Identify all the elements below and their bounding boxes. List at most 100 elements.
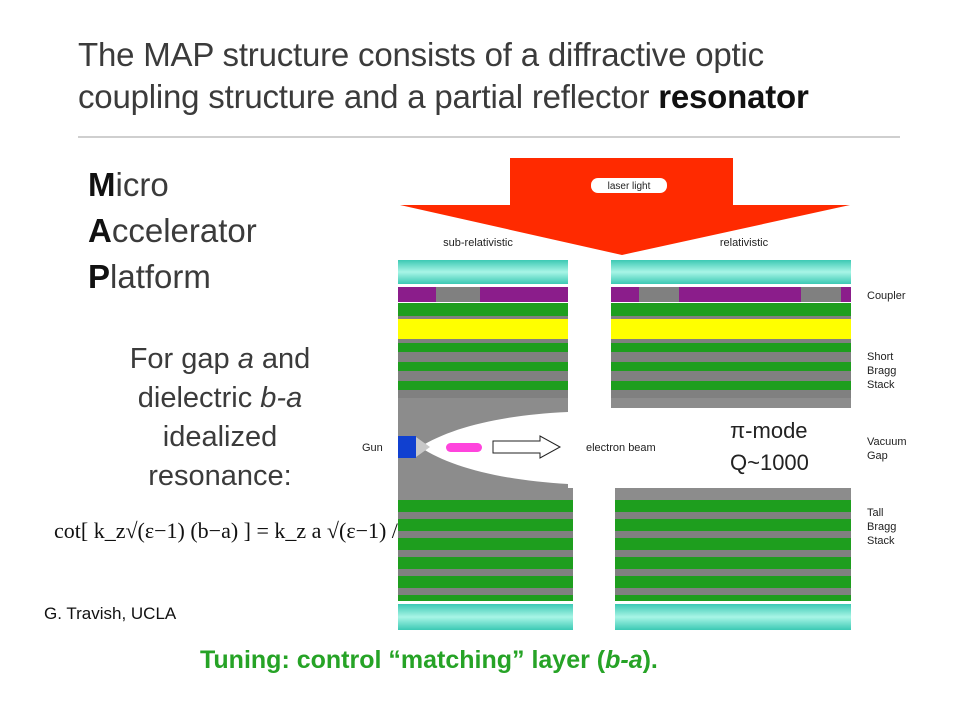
short-layer-gray-2 (398, 339, 568, 343)
laser-label: laser light (608, 181, 651, 192)
tall-label-1: Tall (867, 507, 884, 519)
short-label-3: Stack (867, 379, 895, 391)
coupler-label: Coupler (867, 290, 906, 302)
short-layer-yellow-r (611, 319, 851, 339)
tuning-end: ). (642, 646, 658, 674)
title-line-2-text: coupling structure and a partial reflect… (78, 78, 659, 115)
top-substrate-right (611, 260, 851, 284)
short-label-2: Bragg (867, 365, 896, 377)
sub-relativistic-label: sub-relativistic (443, 237, 513, 249)
short-layer-gray-4r (611, 371, 851, 381)
coupler-gray-2 (639, 287, 679, 302)
coupler-purple-1 (398, 287, 436, 302)
acronym-accelerator: Accelerator (88, 208, 257, 254)
short-layer-green-1r (611, 303, 851, 316)
tall-layer-gray-0 (398, 488, 573, 500)
tall-layer-gray-5 (398, 588, 573, 595)
tuning-text: Tuning: control “matching” layer ( (200, 646, 606, 674)
tall-layer-gray-0r (615, 488, 851, 500)
acronym-rest-micro: icro (115, 166, 169, 203)
short-layer-green-4 (398, 381, 568, 390)
tall-layer-green-2 (398, 519, 573, 531)
short-layer-yellow (398, 319, 568, 339)
tuning-variable: b-a (605, 646, 643, 674)
beam-arrow (492, 435, 562, 459)
short-layer-green-3r (611, 362, 851, 371)
title-divider (78, 136, 900, 138)
gap-line-1-b: and (253, 343, 311, 375)
tall-layer-green-1 (398, 500, 573, 512)
acronym-list: Micro Accelerator Platform (88, 162, 257, 300)
short-layer-gray-2r (611, 339, 851, 343)
tall-layer-green-5r (615, 576, 851, 588)
electron-gun (398, 436, 416, 458)
title-bold-word: resonator (658, 78, 809, 115)
short-label-1: Short (867, 351, 893, 363)
tall-layer-gray-4r (615, 569, 851, 576)
tall-layer-green-2r (615, 519, 851, 531)
laser-label-box (591, 178, 667, 193)
coupler-purple-2 (480, 287, 568, 302)
coupler-purple-4 (679, 287, 801, 302)
acronym-initial-p: P (88, 258, 111, 295)
tall-layer-gray-2r (615, 531, 851, 538)
short-layer-gray-1 (398, 316, 568, 319)
resonance-description: For gap a and dielectric b-a idealized r… (100, 340, 340, 496)
short-layer-gray-3 (398, 352, 568, 362)
acronym-platform: Platform (88, 254, 257, 300)
gun-label: Gun (362, 442, 383, 454)
gap-line-3: idealized (162, 421, 278, 453)
gun-cathode-shape (416, 437, 430, 457)
short-layer-gray-4 (398, 371, 568, 381)
q-factor-label: Q~1000 (730, 450, 809, 475)
bottom-substrate-left (398, 604, 573, 630)
tall-layer-green-6r (615, 595, 851, 601)
bottom-substrate-right (615, 604, 851, 630)
resonance-formula: cot[ k_z√(ε−1) (b−a) ] = k_z a √(ε−1) / … (54, 518, 413, 543)
vacuum-label-1: Vacuum (867, 436, 907, 448)
gap-line-1: For gap a and (100, 340, 340, 379)
gap-line-2-a: dielectric (137, 382, 261, 414)
gap-line-4: resonance: (148, 460, 292, 492)
short-layer-gray-3r (611, 352, 851, 362)
tall-layer-green-4 (398, 557, 573, 569)
tall-layer-green-3r (615, 538, 851, 550)
short-layer-green-2 (398, 343, 568, 352)
tall-layer-green-6 (398, 595, 573, 601)
top-substrate-left (398, 260, 568, 284)
relativistic-label: relativistic (720, 237, 769, 249)
tall-layer-gray-1 (398, 512, 573, 519)
vacuum-chamber-top (398, 398, 568, 408)
tall-layer-gray-1r (615, 512, 851, 519)
short-layer-green-4r (611, 381, 851, 390)
title-line-1: The MAP structure consists of a diffract… (78, 36, 764, 73)
short-layer-gray-1r (611, 316, 851, 319)
gap-variable-ba: b-a (260, 382, 303, 414)
acronym-initial-a: A (88, 212, 112, 249)
tall-label-2: Bragg (867, 521, 896, 533)
acronym-micro: Micro (88, 162, 257, 208)
vacuum-label-2: Gap (867, 450, 888, 462)
short-layer-green-2r (611, 343, 851, 352)
tall-layer-gray-4 (398, 569, 573, 576)
coupler-gray-3 (801, 287, 841, 302)
tall-layer-green-1r (615, 500, 851, 512)
tall-label-3: Stack (867, 535, 895, 547)
title-line-2: coupling structure and a partial reflect… (78, 76, 938, 118)
tall-layer-green-4r (615, 557, 851, 569)
pi-mode-label: π-mode (730, 418, 808, 443)
tall-layer-gray-3r (615, 550, 851, 557)
slide-title: The MAP structure consists of a diffract… (78, 34, 938, 118)
short-layer-gray-5r (611, 390, 851, 398)
credit-text: G. Travish, UCLA (44, 604, 177, 623)
laser-arrow (400, 158, 850, 255)
electron-bunch (446, 443, 482, 452)
tall-layer-gray-5r (615, 588, 851, 595)
tall-bragg-stack (398, 488, 851, 601)
acronym-rest-accelerator: ccelerator (111, 212, 257, 249)
coupler-purple-3 (611, 287, 639, 302)
tall-layer-green-5 (398, 576, 573, 588)
tall-layer-green-3 (398, 538, 573, 550)
coupler-gray-1 (436, 287, 480, 302)
